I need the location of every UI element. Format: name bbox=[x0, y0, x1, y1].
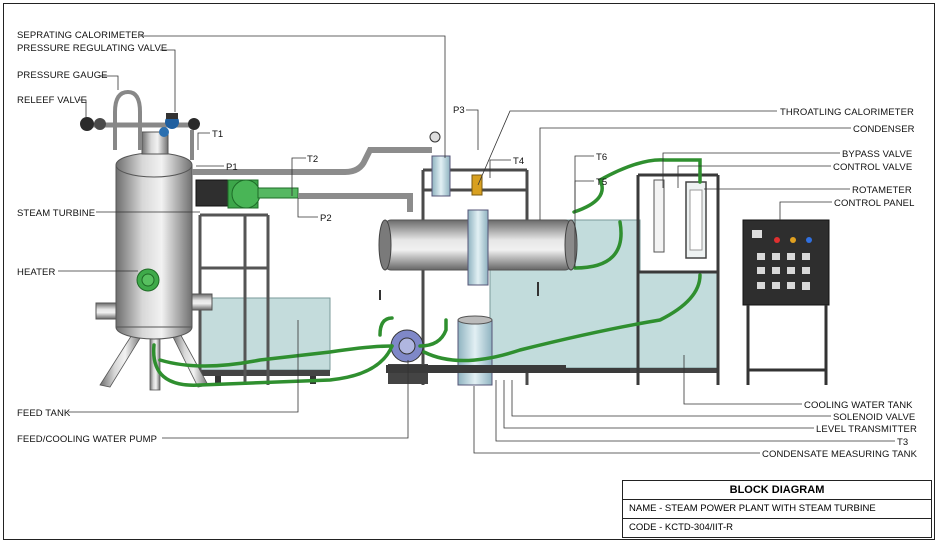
label-throatling-calorimeter: THROATLING CALORIMETER bbox=[780, 107, 914, 118]
label-steam-turbine: STEAM TURBINE bbox=[17, 208, 96, 219]
steam-turbine bbox=[195, 179, 299, 209]
label-feed-tank: FEED TANK bbox=[17, 408, 71, 419]
label-t3: T3 bbox=[897, 437, 909, 448]
steam-pipes bbox=[192, 147, 432, 212]
label-control-valve: CONTROL VALVE bbox=[833, 162, 913, 173]
throttling-calorimeter bbox=[467, 174, 489, 286]
label-cooling-water-tank: COOLING WATER TANK bbox=[804, 400, 913, 411]
label-seprating-calorimeter: SEPRATING CALORIMETER bbox=[17, 30, 145, 41]
label-pressure-gauge: PRESSURE GAUGE bbox=[17, 70, 108, 81]
feed-tank bbox=[199, 297, 331, 384]
label-p2: P2 bbox=[320, 213, 332, 224]
drawing-frame bbox=[3, 3, 935, 540]
label-level-transmitter: LEVEL TRANSMITTER bbox=[816, 424, 917, 435]
label-control-panel: CONTROL PANEL bbox=[834, 198, 915, 209]
label-heater: HEATER bbox=[17, 267, 56, 278]
label-t2: T2 bbox=[307, 154, 319, 165]
label-t4: T4 bbox=[513, 156, 525, 167]
title-block-code: CODE - KCTD-304/IIT-R bbox=[629, 522, 733, 533]
label-solenoid-valve: SOLENOID VALVE bbox=[833, 412, 916, 423]
control-panel bbox=[742, 219, 830, 306]
label-condensate-measuring-tank: CONDENSATE MEASURING TANK bbox=[762, 449, 918, 460]
label-condenser: CONDENSER bbox=[853, 124, 915, 135]
label-t1: T1 bbox=[212, 129, 224, 140]
label-t5: T5 bbox=[596, 177, 608, 188]
title-block-heading: BLOCK DIAGRAM bbox=[623, 481, 931, 500]
title-block: BLOCK DIAGRAM NAME - STEAM POWER PLANT W… bbox=[622, 480, 932, 538]
base-rails bbox=[386, 365, 630, 373]
control-panel-stand bbox=[746, 305, 828, 385]
label-p3: P3 bbox=[453, 105, 465, 116]
label-bypass-valve: BYPASS VALVE bbox=[842, 149, 913, 160]
label-rotameter: ROTAMETER bbox=[852, 185, 912, 196]
label-releef-valve: RELEEF VALVE bbox=[17, 95, 88, 106]
title-block-name: NAME - STEAM POWER PLANT WITH STEAM TURB… bbox=[623, 500, 931, 519]
label-p1: P1 bbox=[226, 162, 238, 173]
pressure-regulating-assembly bbox=[80, 89, 200, 160]
label-feed-cooling-water-pump: FEED/COOLING WATER PUMP bbox=[17, 434, 158, 445]
condensate-measuring-tank bbox=[457, 315, 493, 386]
rotameter bbox=[653, 179, 707, 259]
label-t6: T6 bbox=[596, 152, 608, 163]
label-pressure-regulating-valve: PRESSURE REGULATING VALVE bbox=[17, 43, 168, 54]
separating-calorimeter bbox=[429, 131, 451, 197]
